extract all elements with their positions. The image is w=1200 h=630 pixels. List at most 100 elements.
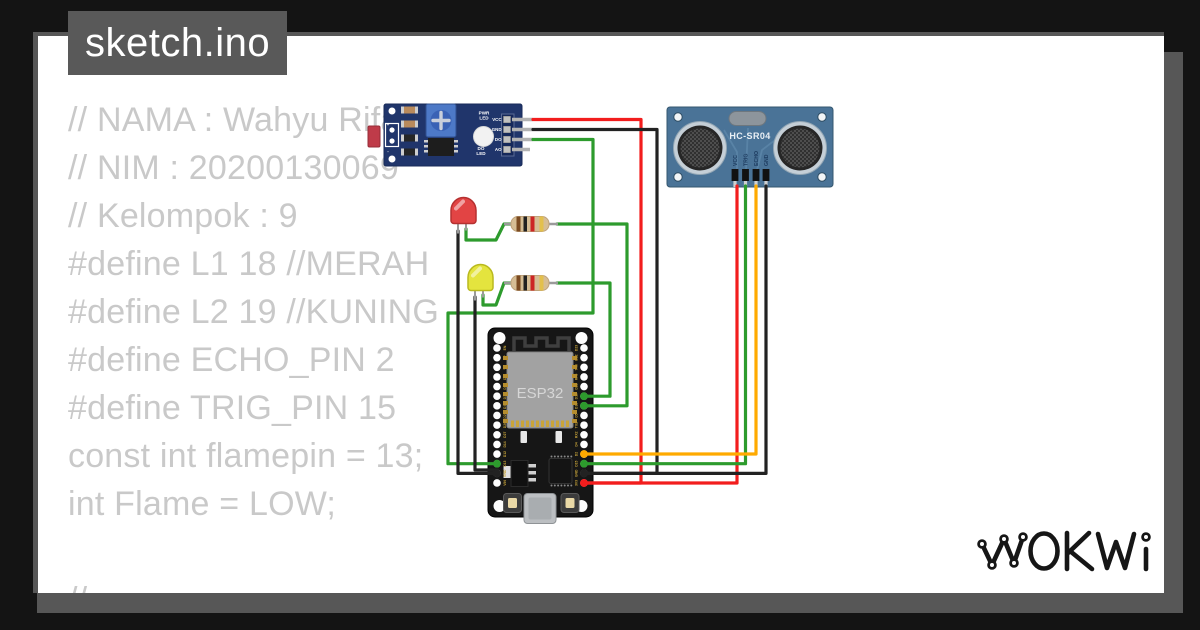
esp32-pin-d25[interactable] (493, 411, 501, 420)
chip-pin-dot (550, 484, 553, 487)
flame-silk-text: LED (476, 151, 486, 156)
esp32-pin-d32[interactable] (493, 392, 501, 401)
esp32-pin-d21[interactable] (580, 382, 588, 391)
module-tooth (566, 420, 569, 427)
ic-leg (424, 145, 428, 148)
esp32-pin-label: D5 (575, 413, 579, 417)
esp32-pin-d12[interactable] (493, 450, 501, 458)
wire-res1-to-d18[interactable] (555, 222, 629, 408)
esp32-pin-rx0[interactable] (580, 373, 588, 381)
hcsr04-pin-echo[interactable] (752, 169, 760, 181)
mounting-hole (493, 500, 506, 512)
smd-resistor-body (404, 148, 415, 156)
flame-pin-gnd[interactable] (512, 127, 533, 132)
esp32-pin-vin[interactable] (493, 479, 501, 487)
esp32-pin-label: 3V3 (575, 480, 579, 486)
smd-resistor-body (404, 120, 415, 128)
wire-endpoint (493, 469, 501, 478)
code-line: // NIM : 20200130069 (68, 149, 400, 187)
resistor-band (539, 275, 544, 291)
esp32-pin-d26[interactable] (493, 421, 501, 429)
hcsr04-pin-vcc[interactable] (731, 169, 739, 181)
power-led (473, 126, 494, 147)
esp32-pin-vp[interactable] (493, 353, 501, 362)
hcsr04-pin-tip (743, 179, 748, 187)
wire-flame-do-to-d13[interactable] (446, 137, 595, 466)
wire-yellowled-cathode-gnd[interactable] (473, 295, 499, 472)
en-button-cap[interactable] (508, 498, 517, 508)
wire-redled-anode-res[interactable] (464, 222, 513, 242)
esp32-pin-label: D14 (503, 441, 507, 447)
wire-redled-cathode-gnd[interactable] (456, 229, 499, 475)
esp32-pin-d34[interactable] (493, 373, 501, 381)
esp32-pin-d22[interactable] (580, 353, 588, 362)
mounting-hole (388, 155, 396, 163)
module-pad (572, 374, 577, 378)
esp32-pin-d27[interactable] (493, 430, 501, 439)
hcsr04-pin-label: GND (764, 154, 770, 166)
esp32-pin-label: D15 (575, 460, 579, 466)
antenna (512, 336, 571, 351)
flame-pad (503, 126, 511, 134)
code-line: const int flamepin = 13; (68, 437, 424, 475)
transducer-left (673, 121, 727, 175)
logo-o (1028, 531, 1060, 571)
esp32-pin-d35[interactable] (493, 382, 501, 391)
esp32-pin-d23[interactable] (580, 344, 588, 352)
code-line: // (68, 576, 439, 593)
module-pad (572, 365, 577, 369)
mounting-hole (817, 112, 827, 122)
hcsr04-pin-trig[interactable] (742, 169, 749, 181)
boot-button-cap[interactable] (565, 498, 575, 508)
wire-endpoint (580, 450, 588, 458)
chip-pin-dot (563, 455, 566, 458)
wire-hcsr04-trig-to-d15[interactable] (582, 184, 748, 466)
wire-endpoint (580, 479, 588, 487)
pin-header-block (501, 113, 515, 157)
module-tooth (531, 420, 534, 427)
wire-hcsr04-gnd-to-gnd[interactable] (582, 184, 768, 475)
wire-res2-to-d19[interactable] (555, 281, 612, 398)
led-red[interactable] (450, 196, 477, 225)
module-pad (503, 383, 508, 387)
led-red-glint (454, 199, 465, 211)
wokwi-logo (977, 530, 1151, 572)
mounting-hole (388, 107, 396, 115)
module-pad (572, 401, 577, 405)
module-pad (572, 392, 577, 396)
flame-silk-text: LED (479, 116, 489, 121)
module-pad (572, 356, 577, 360)
logo-w (1095, 531, 1137, 571)
flame-silk-text: + (387, 122, 390, 127)
esp32-pin-label: D27 (503, 432, 507, 438)
led-yellow[interactable] (467, 263, 494, 292)
hcsr04-pin-label: VCC (733, 155, 739, 166)
ic-leg (454, 140, 458, 143)
hcsr04-pin-gnd[interactable] (762, 169, 770, 181)
esp32-pin-vn[interactable] (493, 363, 501, 372)
module-tooth (536, 420, 539, 427)
esp32-pin-tx2[interactable] (580, 421, 588, 429)
esp32-devkit-board[interactable]: ESP32 END23VPD22VNTX0D34RX0D35D21D32D19D… (487, 327, 594, 524)
flame-pin-do[interactable] (512, 137, 533, 142)
ic-leg (454, 145, 458, 148)
esp32-pin-rx2[interactable] (580, 430, 588, 439)
wire-endpoint (580, 469, 588, 478)
esp32-pin-tx0[interactable] (580, 363, 588, 372)
esp32-pin-d14[interactable] (493, 440, 501, 449)
flame-pin-ao[interactable] (512, 147, 530, 152)
flame-pin-vcc[interactable] (512, 117, 533, 122)
module-tooth (516, 420, 519, 427)
esp32-pin-d33[interactable] (493, 402, 501, 410)
wire-hcsr04-vcc-to-3v3[interactable] (582, 184, 739, 485)
module-tooth (511, 420, 514, 427)
esp32-pin-en[interactable] (493, 344, 501, 352)
esp32-pin-d5[interactable] (580, 411, 588, 420)
wire-hcsr04-echo-to-d2[interactable] (582, 184, 758, 456)
esp32-pin-d4[interactable] (580, 440, 588, 449)
hcsr04-pin-tip (754, 179, 758, 187)
module-pad (572, 419, 577, 423)
